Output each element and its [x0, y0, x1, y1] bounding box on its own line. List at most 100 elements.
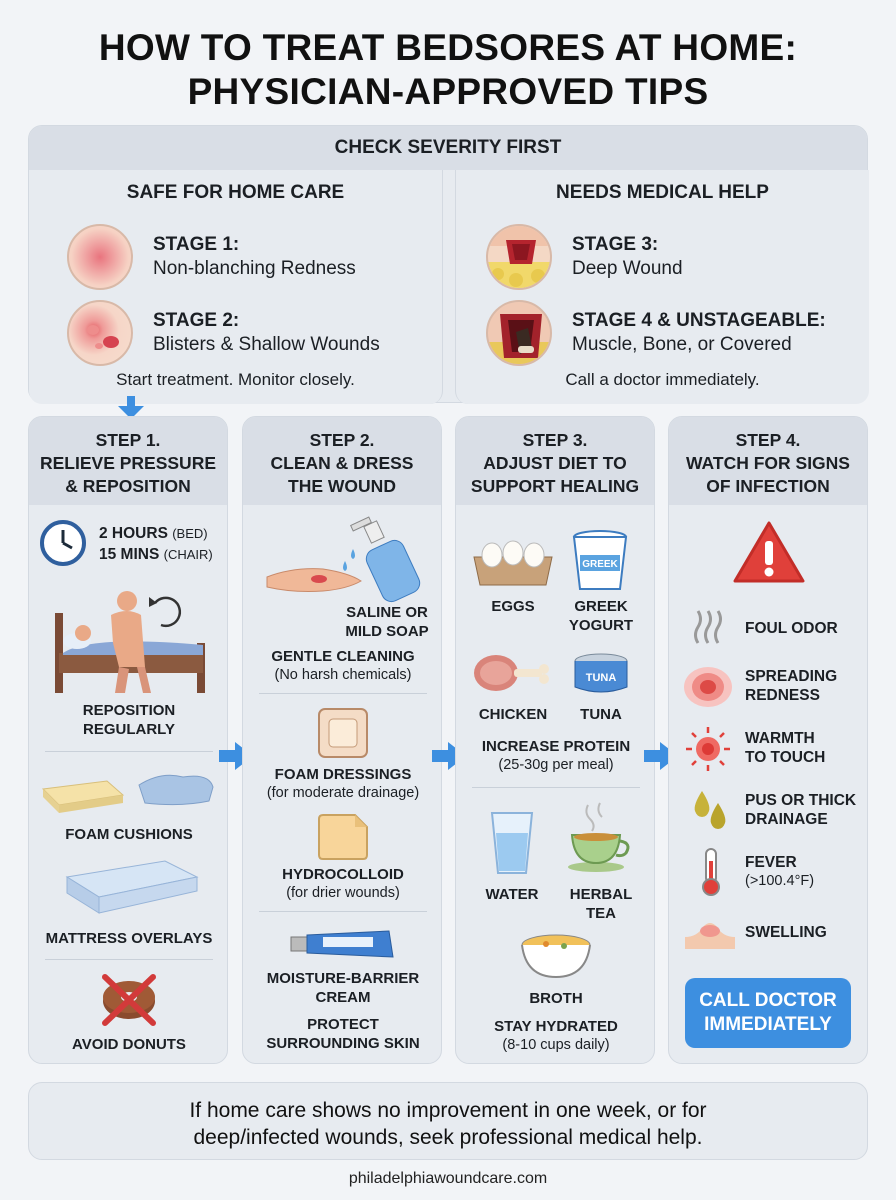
step-3-head-line-2: ADJUST DIET TO	[483, 453, 627, 473]
divider	[45, 959, 213, 960]
divider	[45, 751, 213, 752]
stage-3-desc: Deep Wound	[572, 258, 683, 279]
severity-header: CHECK SEVERITY FIRST	[29, 126, 867, 170]
foam-cushion-icon	[41, 774, 214, 813]
footer-text: If home care shows no improvement in one…	[29, 1097, 867, 1151]
foam-dressings-label: FOAM DRESSINGS(for moderate drainage)	[243, 765, 443, 803]
stage-3-name: STAGE 3:	[572, 234, 659, 255]
home-care-footer: Start treatment. Monitor closely.	[116, 370, 355, 389]
foam-cushions-label: FOAM CUSHIONS	[65, 826, 193, 843]
home-care-section: SAFE FOR HOME CARE STAGE 1:Non-blanching…	[29, 170, 443, 404]
sign-pus-line-1: PUS OR THICK	[745, 792, 857, 809]
footer-line-1: If home care shows no improvement in one…	[189, 1099, 707, 1122]
saline-line-1: SALINE OR	[346, 604, 428, 621]
sign-fever-line-2: (>100.4°F)	[745, 873, 815, 889]
time-chair-value: 15 MINS	[99, 546, 160, 563]
water-glass-icon	[490, 812, 534, 874]
stage-2-wound-icon	[67, 300, 133, 366]
swelling-icon	[685, 923, 735, 949]
reposition-label: REPOSITION REGULARLY	[29, 701, 229, 739]
severity-panel: CHECK SEVERITY FIRST SAFE FOR HOME CARE …	[28, 125, 869, 404]
avoid-donuts-label: AVOID DONUTS	[72, 1036, 186, 1053]
step-2-head-line-2: CLEAN & DRESS	[270, 453, 414, 473]
hand-soap-bottle-icon	[266, 516, 421, 603]
warmth-icon	[686, 727, 730, 771]
call-doctor-button[interactable]: CALL DOCTOR IMMEDIATELY	[685, 978, 851, 1048]
clock-icon	[40, 520, 86, 566]
gentle-cleaning-text: GENTLE CLEANING	[271, 648, 415, 665]
reposition-line-1: REPOSITION	[82, 702, 176, 719]
protect-line-1: PROTECT	[307, 1016, 379, 1033]
gentle-cleaning-label: GENTLE CLEANING(No harsh chemicals)	[243, 647, 443, 685]
sign-redness-line-2: REDNESS	[745, 687, 820, 704]
stage-4: STAGE 4 & UNSTAGEABLE:Muscle, Bone, or C…	[486, 300, 826, 366]
step-2-head-line-3: THE WOUND	[288, 476, 396, 496]
sign-foul-odor: FOUL ODOR	[745, 619, 838, 638]
title-line-1: HOW TO TREAT BEDSORES AT HOME:	[98, 27, 798, 68]
website-link[interactable]: philadelphiawoundcare.com	[348, 1170, 548, 1187]
step-3-head-line-3: SUPPORT HEALING	[470, 476, 640, 496]
protein-text: INCREASE PROTEIN	[481, 738, 631, 755]
reposition-line-2: REGULARLY	[83, 721, 175, 738]
step-2-header: STEP 2. CLEAN & DRESS THE WOUND	[243, 417, 441, 505]
eggs-label: EGGS	[491, 598, 535, 615]
hydrocolloid-icon	[318, 814, 368, 860]
sign-swelling: SWELLING	[745, 923, 827, 942]
sign-fever-line-1: FEVER	[745, 854, 797, 871]
title-line-2: PHYSICIAN-APPROVED TIPS	[187, 71, 709, 112]
time-chair-note: (CHAIR)	[163, 547, 213, 562]
yogurt-line-2: YOGURT	[568, 617, 634, 634]
step-1-head-line-1: STEP 1.	[95, 430, 161, 450]
broth-label: BROTH	[529, 990, 583, 1007]
mattress-overlays-label: MATTRESS OVERLAYS	[45, 930, 213, 947]
sign-fever: FEVER (>100.4°F)	[745, 853, 814, 891]
step-3-panel: STEP 3. ADJUST DIET TO SUPPORT HEALING E…	[455, 416, 655, 1064]
down-arrow-icon	[118, 396, 144, 419]
tea-line-2: TEA	[586, 905, 616, 922]
step-3-header: STEP 3. ADJUST DIET TO SUPPORT HEALING	[456, 417, 654, 505]
step-1-head-line-3: & REPOSITION	[65, 476, 191, 496]
medical-help-title: NEEDS MEDICAL HELP	[556, 182, 769, 203]
footer-line-2: deep/infected wounds, seek professional …	[193, 1126, 703, 1149]
thermometer-icon	[702, 848, 720, 896]
divider	[259, 911, 427, 912]
tuna-can-icon: TUNA	[574, 653, 628, 693]
tuna-tag-text: TUNA	[586, 672, 617, 684]
stage-2-name: STAGE 2:	[153, 310, 240, 331]
donut-cushion-crossed-icon	[102, 974, 156, 1026]
tuna-label: TUNA	[580, 706, 622, 723]
medical-help-section: NEEDS MEDICAL HELP STAGE 3: Deep Wound ST…	[455, 170, 869, 404]
time-bed-value: 2 HOURS	[99, 525, 168, 542]
sign-swelling-line-1: SWELLING	[745, 924, 827, 941]
spreading-redness-icon	[684, 667, 732, 707]
time-bed: 2 HOURS (BED)	[99, 524, 208, 543]
cream-line-1: MOISTURE-BARRIER	[266, 970, 420, 987]
hydrated-text: STAY HYDRATED	[494, 1018, 618, 1035]
saline-label: SALINE OR MILD SOAP	[331, 603, 443, 641]
foam-dressings-text: FOAM DRESSINGS	[274, 766, 412, 783]
home-care-title: SAFE FOR HOME CARE	[126, 182, 345, 203]
medical-help-footer: Call a doctor immediately.	[565, 370, 760, 389]
yogurt-tag-text: GREEK	[582, 559, 618, 570]
hydrocolloid-note: (for drier wounds)	[286, 885, 400, 901]
stage-2-desc: Blisters & Shallow Wounds	[153, 334, 380, 355]
cream-tube-icon	[290, 930, 394, 958]
stage-1: STAGE 1:Non-blanching Redness	[67, 224, 356, 290]
stage-3-wound-icon	[486, 224, 552, 290]
saline-line-2: MILD SOAP	[345, 623, 429, 640]
chicken-leg-icon	[474, 655, 549, 691]
sign-foul-odor-line-1: FOUL ODOR	[745, 620, 838, 637]
step-1-panel: STEP 1. RELIEVE PRESSURE & REPOSITION 2 …	[28, 416, 228, 1064]
stage-4-desc: Muscle, Bone, or Covered	[572, 334, 792, 355]
call-doctor-line-1: CALL DOCTOR	[699, 990, 837, 1011]
warning-icon	[733, 521, 805, 583]
step-4-head-line-1: STEP 4.	[735, 430, 801, 450]
step-4-head-line-2: WATCH FOR SIGNS	[686, 453, 850, 473]
mattress-icon	[65, 860, 199, 914]
step-4-header: STEP 4. WATCH FOR SIGNS OF INFECTION	[669, 417, 867, 505]
sign-redness-line-1: SPREADING	[745, 668, 838, 685]
